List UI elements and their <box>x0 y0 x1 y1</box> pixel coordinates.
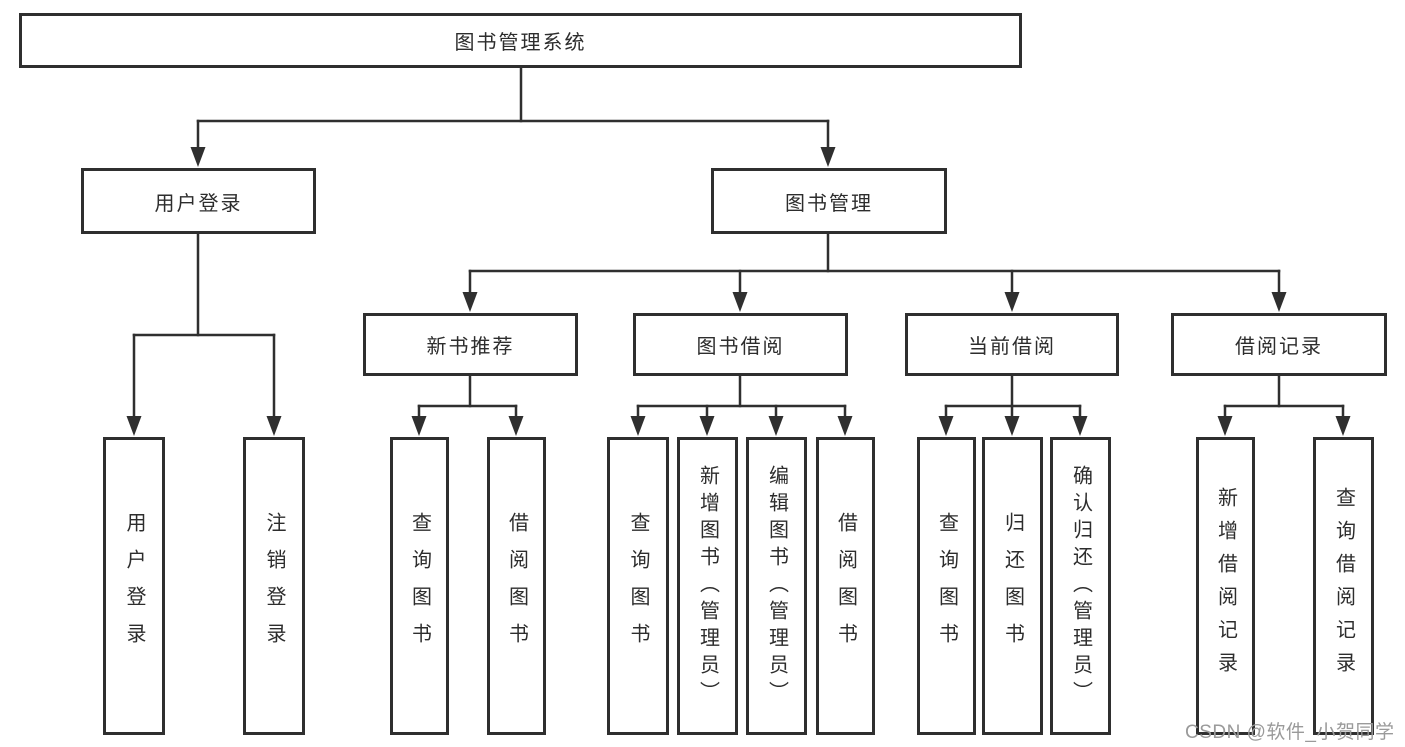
node-label: 图书借阅 <box>696 336 785 358</box>
node-label: 新增借阅记录 <box>1214 487 1237 685</box>
leaf-nbr-borrow-books: 借阅图书 <box>487 437 546 735</box>
leaf-user-login: 用户登录 <box>103 437 165 735</box>
node-label: 新增图书（管理员） <box>696 464 719 708</box>
node-label: 编辑图书（管理员） <box>765 464 788 708</box>
leaf-br-query-borrow-record: 查询借阅记录 <box>1313 437 1374 735</box>
node-library-management-system: 图书管理系统 <box>19 13 1022 68</box>
leaf-bb-query-books: 查询图书 <box>607 437 669 735</box>
leaf-cb-return-books: 归还图书 <box>982 437 1043 735</box>
leaf-nbr-query-books: 查询图书 <box>390 437 449 735</box>
node-label: 借阅记录 <box>1235 336 1323 358</box>
node-label: 确认归还（管理员） <box>1069 464 1092 708</box>
node-new-book-recommend: 新书推荐 <box>363 313 578 376</box>
node-label: 查询图书 <box>408 512 431 660</box>
csdn-watermark: CSDN @软件_小贺同学 <box>1185 722 1395 743</box>
node-label: 用户登录 <box>154 192 243 215</box>
node-current-borrowing: 当前借阅 <box>905 313 1119 376</box>
leaf-cb-confirm-return-admin: 确认归还（管理员） <box>1050 437 1111 735</box>
leaf-cb-query-books: 查询图书 <box>917 437 976 735</box>
node-label: 新书推荐 <box>426 336 515 358</box>
node-label: 注销登录 <box>263 512 285 660</box>
node-label: 借阅图书 <box>834 512 857 660</box>
leaf-logout: 注销登录 <box>243 437 305 735</box>
node-label: 用户登录 <box>123 512 145 660</box>
leaf-br-add-borrow-record: 新增借阅记录 <box>1196 437 1255 735</box>
node-label: 图书管理系统 <box>454 32 587 54</box>
leaf-bb-edit-books-admin: 编辑图书（管理员） <box>746 437 807 735</box>
node-label: 查询图书 <box>627 512 649 660</box>
node-label: 当前借阅 <box>968 336 1056 358</box>
node-label: 归还图书 <box>1001 512 1024 660</box>
node-label: 图书管理 <box>785 192 873 215</box>
node-book-management: 图书管理 <box>711 168 947 234</box>
node-user-login: 用户登录 <box>81 168 316 234</box>
leaf-bb-add-books-admin: 新增图书（管理员） <box>677 437 738 735</box>
node-borrowing-records: 借阅记录 <box>1171 313 1387 376</box>
node-label: 借阅图书 <box>505 512 528 660</box>
node-label: 查询借阅记录 <box>1332 487 1355 685</box>
leaf-bb-borrow-books: 借阅图书 <box>816 437 875 735</box>
node-book-borrowing: 图书借阅 <box>633 313 848 376</box>
node-label: 查询图书 <box>935 512 958 660</box>
